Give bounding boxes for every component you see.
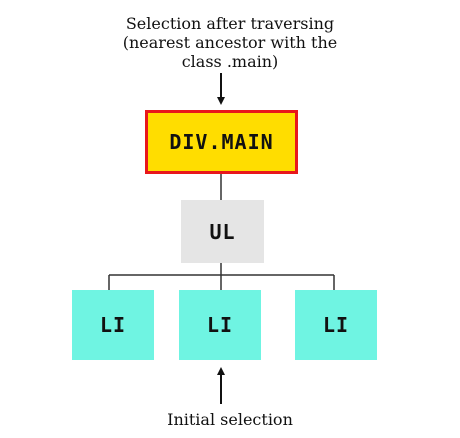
node-li-2-label: LI <box>206 313 234 337</box>
node-li-2: LI <box>179 290 261 360</box>
node-ul: UL <box>181 200 264 263</box>
node-li-1: LI <box>72 290 154 360</box>
node-li-3-label: LI <box>322 313 350 337</box>
node-li-3: LI <box>295 290 377 360</box>
top-caption-line-3: class .main) <box>181 52 279 71</box>
bottom-caption: Initial selection <box>167 410 293 429</box>
node-div-main: DIV.MAIN <box>145 110 298 174</box>
node-li-1-label: LI <box>99 313 127 337</box>
top-caption-line-1: Selection after traversing <box>125 14 335 33</box>
node-ul-label: UL <box>209 219 236 244</box>
top-caption-line-2: (nearest ancestor with the <box>122 33 338 52</box>
node-div-main-label: DIV.MAIN <box>169 130 274 154</box>
top-caption: Selection after traversing (nearest ance… <box>90 14 370 71</box>
